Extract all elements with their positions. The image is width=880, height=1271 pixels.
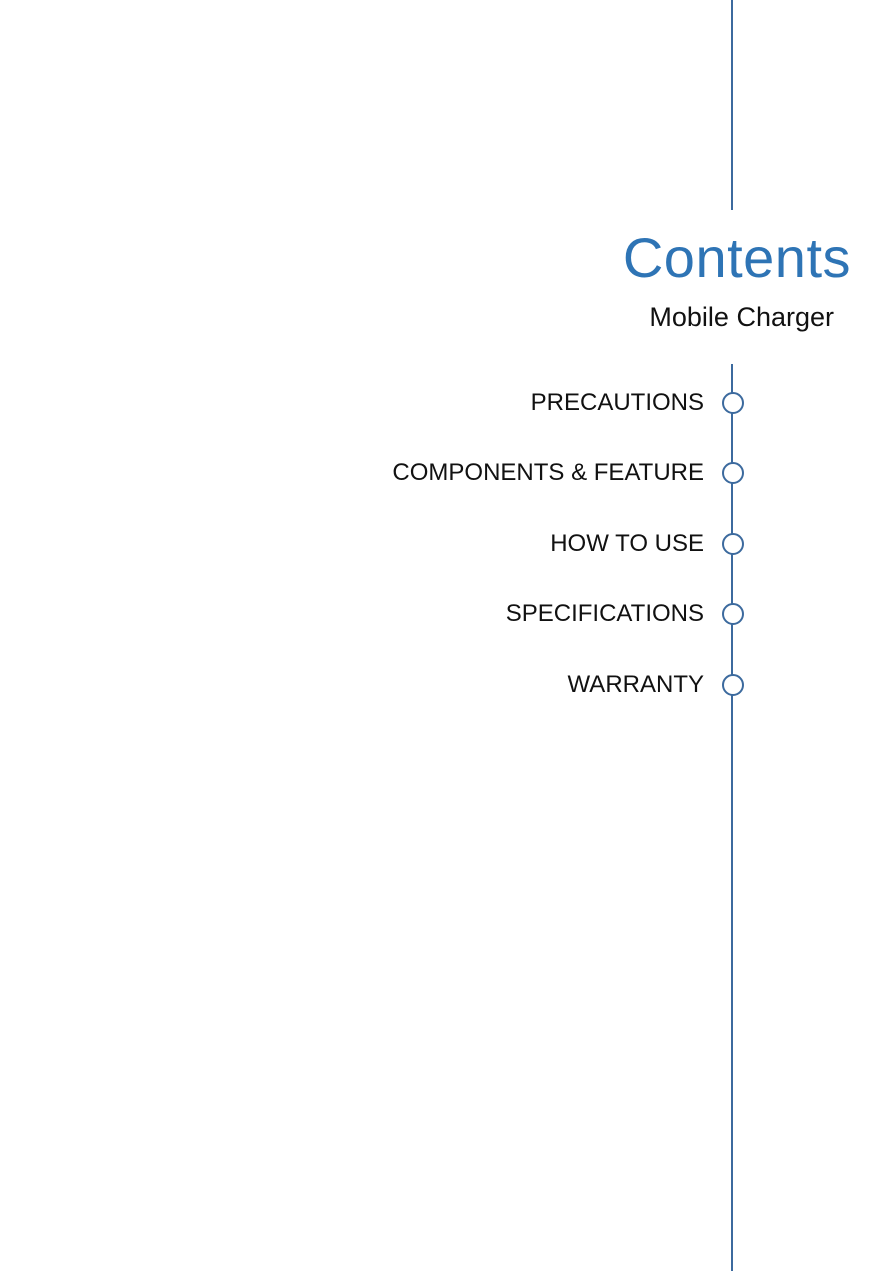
circle-node-icon bbox=[722, 674, 744, 696]
toc-item-label[interactable]: HOW TO USE bbox=[550, 530, 704, 557]
page-subtitle: Mobile Charger bbox=[649, 302, 834, 332]
toc-item-label[interactable]: WARRANTY bbox=[567, 671, 704, 698]
timeline-line-top bbox=[731, 0, 733, 210]
toc-item-how-to-use[interactable]: HOW TO USE bbox=[0, 527, 880, 561]
toc-item-label[interactable]: SPECIFICATIONS bbox=[505, 600, 704, 627]
timeline-line bbox=[731, 364, 733, 1271]
circle-node-icon bbox=[722, 603, 744, 625]
toc-item-label[interactable]: COMPONENTS & FEATURE bbox=[392, 459, 704, 486]
circle-node-icon bbox=[722, 533, 744, 555]
toc-item-warranty[interactable]: WARRANTY bbox=[0, 668, 880, 702]
toc-item-components-feature[interactable]: COMPONENTS & FEATURE bbox=[0, 456, 880, 490]
toc-item-specifications[interactable]: SPECIFICATIONS bbox=[0, 597, 880, 631]
toc-item-precautions[interactable]: PRECAUTIONS bbox=[0, 386, 880, 420]
circle-node-icon bbox=[722, 462, 744, 484]
circle-node-icon bbox=[722, 392, 744, 414]
page-title: Contents bbox=[622, 226, 851, 289]
toc-item-label[interactable]: PRECAUTIONS bbox=[530, 389, 704, 416]
